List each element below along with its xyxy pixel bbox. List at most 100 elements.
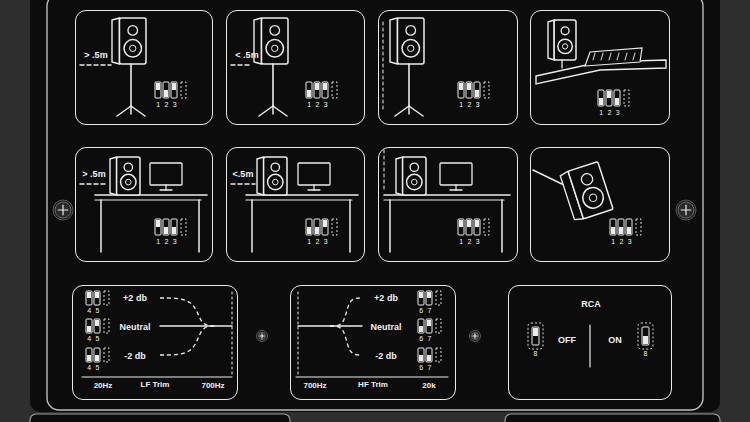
dip-knob <box>164 227 168 234</box>
dip-switch <box>86 291 92 305</box>
dip-switch <box>610 219 616 235</box>
frequency-axis <box>296 376 448 377</box>
speaker-side <box>257 157 264 195</box>
speaker-cabinet <box>119 18 146 64</box>
dip-switch <box>171 82 177 98</box>
distance-label: > .5m <box>84 51 107 60</box>
switch-frame <box>638 323 653 349</box>
tweeter <box>270 26 280 36</box>
dip-slot <box>332 82 337 98</box>
switch-number: 1 2 3 <box>156 101 178 108</box>
desk-leg <box>501 200 503 252</box>
dip-knob <box>419 355 423 361</box>
monitor-stand <box>165 185 166 190</box>
dip-switch <box>163 219 169 235</box>
stand-leg <box>409 106 423 116</box>
cut-curve <box>330 326 362 355</box>
speaker-side <box>390 18 397 64</box>
screw-head <box>470 331 481 342</box>
switch-number: 1 2 3 <box>156 238 178 245</box>
dip-switch <box>598 90 604 106</box>
cut-curve <box>160 326 216 355</box>
dip-switch <box>94 319 100 333</box>
screw-slot <box>62 205 63 215</box>
tweeter <box>410 163 418 171</box>
wall-line <box>383 22 384 112</box>
console-fader <box>625 53 627 60</box>
tweeter <box>128 26 138 36</box>
woofer <box>407 174 422 189</box>
console-fader <box>601 53 603 60</box>
dip-knob <box>87 326 91 332</box>
dip-slot <box>484 219 489 235</box>
screw-head <box>257 331 268 342</box>
dip-knob <box>427 355 431 361</box>
dip-switch <box>606 90 612 106</box>
speaker-side <box>112 18 119 64</box>
stand-leg <box>273 106 287 116</box>
placement-panel: <.5m1 2 3 <box>226 147 365 262</box>
lower-plate <box>505 414 720 422</box>
dip-switch <box>155 82 161 98</box>
distance-line <box>231 183 255 185</box>
speaker-cabinet <box>568 162 613 219</box>
dip-knob <box>611 227 615 234</box>
woofer-cap <box>562 44 567 49</box>
speaker-side <box>548 20 554 60</box>
dip-knob <box>315 227 319 234</box>
dip-switch <box>418 348 424 362</box>
panel-plate <box>30 0 720 412</box>
woofer <box>558 39 572 53</box>
dip-knob <box>627 227 631 234</box>
dip-switch <box>94 348 100 362</box>
distance-line <box>80 183 108 185</box>
dip-knob <box>475 90 479 97</box>
dip-knob <box>427 292 431 298</box>
dip-switch <box>426 319 432 333</box>
dip-switch <box>418 319 424 333</box>
console-fader <box>593 53 595 60</box>
dip-knob <box>95 355 99 361</box>
tilted-speaker <box>560 162 613 222</box>
neutral-line <box>160 325 232 326</box>
switch-number: 6 7 <box>419 364 432 371</box>
speaker-cabinet <box>397 18 424 64</box>
dip-knob <box>156 83 160 90</box>
dip-knob <box>307 227 311 234</box>
gain-label: +2 db <box>374 294 398 303</box>
dip-knob <box>172 83 176 90</box>
panel-border <box>47 0 703 410</box>
dip-slot <box>436 348 441 362</box>
console-fader <box>609 53 611 60</box>
monitor-stand <box>450 189 462 190</box>
boost-curve <box>160 298 216 326</box>
switch-state: OFF <box>558 336 576 345</box>
dip-knob <box>419 292 423 298</box>
switch-number: 4 5 <box>87 364 100 371</box>
dip-knob <box>156 220 160 227</box>
dip-knob <box>615 98 619 105</box>
woofer-cap <box>588 193 597 202</box>
dip-slot <box>484 82 489 98</box>
stand-leg <box>131 106 145 116</box>
speaker-cabinet <box>554 20 576 60</box>
computer-monitor <box>150 163 182 185</box>
dip-knob <box>619 227 623 234</box>
dip-knob <box>164 90 168 97</box>
switch-number: 4 5 <box>87 307 100 314</box>
dip-slot <box>636 219 641 235</box>
switch-number: 1 2 3 <box>611 238 633 245</box>
placement-panel: > .5m1 2 3 <box>75 147 213 262</box>
desk-leg <box>100 200 102 252</box>
boost-curve <box>330 298 362 326</box>
lower-plate <box>30 414 290 422</box>
dip-knob <box>323 220 327 227</box>
stand-leg <box>408 106 410 114</box>
desk-leg <box>198 200 200 252</box>
rca-switch <box>532 327 539 345</box>
stand-leg <box>259 106 273 116</box>
dip-switch <box>474 219 480 235</box>
